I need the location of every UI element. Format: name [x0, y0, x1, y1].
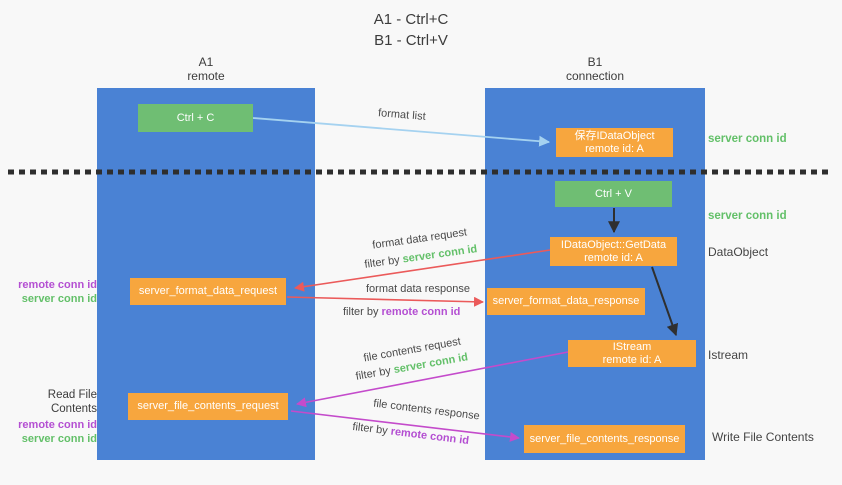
- lane-left-title: A1: [198, 55, 214, 69]
- node-server-file-contents-request-label: server_file_contents_request: [137, 400, 279, 412]
- node-ctrl-c-label: Ctrl + C: [176, 111, 215, 124]
- node-idataobject-getdata: IDataObject::GetData remote id: A: [550, 237, 677, 266]
- left-remote-conn-id-bottom: remote conn id: [18, 419, 97, 431]
- left-server-conn-id-mid: server conn id: [21, 293, 97, 305]
- label-format-data-response: format data response: [366, 283, 470, 295]
- title-line-1: A1 - Ctrl+C: [373, 11, 449, 28]
- left-server-conn-id-bottom: server conn id: [21, 433, 97, 445]
- node-save-idataobject-line1: 保存IDataObject: [574, 129, 655, 142]
- node-server-format-data-response-label: server_format_data_response: [492, 295, 640, 307]
- title-line-2: B1 - Ctrl+V: [374, 32, 448, 49]
- node-ctrl-v: Ctrl + V: [555, 181, 672, 207]
- label-filter-by-remote-conn-id-1: filter by remote conn id: [343, 306, 461, 318]
- label-file-contents-response: file contents response: [372, 397, 481, 423]
- node-save-idataobject: 保存IDataObject remote id: A: [556, 128, 673, 157]
- node-istream-line1: IStream: [612, 340, 652, 353]
- lane-header-right: B1 connection: [535, 55, 655, 83]
- node-save-idataobject-line2: remote id: A: [585, 142, 644, 155]
- node-server-file-contents-response-label: server_file_contents_response: [529, 432, 680, 445]
- node-server-format-data-request: server_format_data_request: [130, 278, 286, 305]
- node-getdata-line2: remote id: A: [584, 251, 643, 264]
- node-ctrl-c: Ctrl + C: [138, 104, 253, 132]
- node-server-file-contents-request: server_file_contents_request: [128, 393, 288, 420]
- node-ctrl-v-label: Ctrl + V: [595, 187, 632, 200]
- node-server-format-data-response: server_format_data_response: [487, 288, 645, 315]
- left-label-group-format: remote conn id server conn id: [0, 278, 97, 306]
- label-format-list: format list: [377, 107, 427, 123]
- side-label-dataobject: DataObject: [708, 245, 769, 259]
- left-remote-conn-id-mid: remote conn id: [18, 279, 97, 291]
- side-label-server-conn-id-top: server conn id: [708, 133, 787, 145]
- side-label-write-file-contents: Write File Contents: [712, 430, 814, 444]
- side-label-server-conn-id-mid: server conn id: [708, 210, 787, 222]
- lane-right-title: B1: [587, 55, 603, 69]
- left-read-file-contents: Read File Contents: [47, 389, 97, 415]
- lane-header-left: A1 remote: [146, 55, 266, 83]
- arrow-format-data-response: [286, 296, 484, 307]
- node-istream: IStream remote id: A: [568, 340, 696, 367]
- lane-right-subtitle: connection: [565, 69, 625, 83]
- side-label-istream: Istream: [708, 348, 749, 362]
- node-server-format-data-request-label: server_format_data_request: [138, 285, 278, 297]
- lane-left-subtitle: remote: [187, 69, 225, 83]
- diagram-title: A1 - Ctrl+C B1 - Ctrl+V: [311, 9, 511, 51]
- label-filter-by-remote-conn-id-2: filter by remote conn id: [351, 420, 470, 448]
- node-getdata-line1: IDataObject::GetData: [560, 238, 667, 251]
- node-istream-line2: remote id: A: [602, 353, 662, 366]
- node-server-file-contents-response: server_file_contents_response: [524, 425, 685, 453]
- left-label-group-file: Read File Contents remote conn id server…: [0, 388, 97, 446]
